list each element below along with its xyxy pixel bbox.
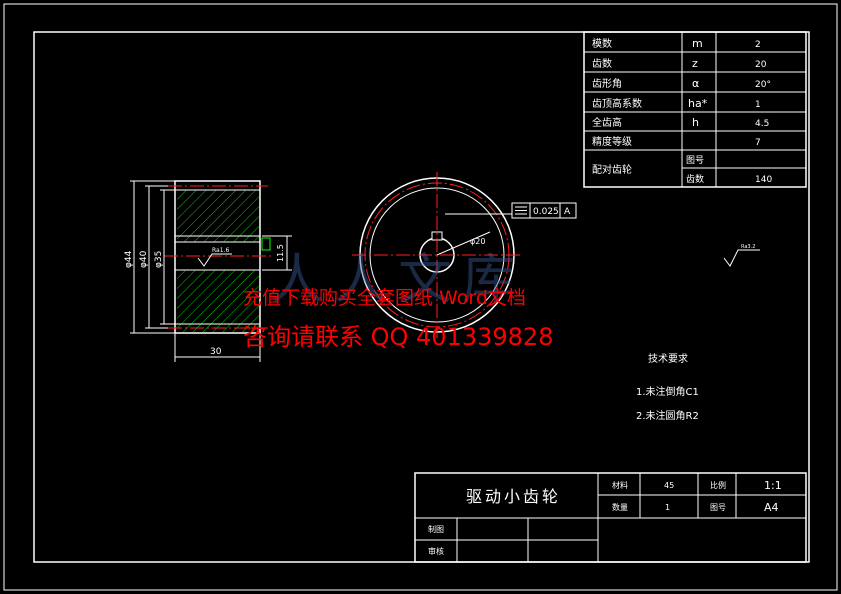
keyway-tolerance-mark [261,237,271,251]
outer-border [3,3,838,591]
param-value-2: 20° [755,80,771,90]
qty-label: 数量 [612,502,628,512]
param-name-5: 精度等级 [592,135,632,148]
dim-bore: φ20 [470,237,485,246]
front-view: φ20 0.025 A [352,172,577,338]
roughness-symbol-icon [197,253,232,267]
dim-d35: φ35 [154,251,164,268]
draw-label: 制图 [428,524,444,534]
param-value-4: 4.5 [755,119,769,129]
tolerance-value: 0.025 [533,207,559,217]
dim-keyway: 11.5 [276,244,285,262]
param-symbol-3: ha* [688,97,708,110]
mating-row-value-1: 140 [755,175,772,185]
datum-letter: A [564,207,571,217]
check-label: 审核 [428,546,444,556]
dim-width: 30 [210,347,222,357]
param-value-3: 1 [755,100,761,110]
mating-row-name-0: 图号 [686,155,704,166]
title-block: 驱动小齿轮 材料 45 比例 1:1 数量 1 图号 A4 制图 审核 [414,472,807,563]
sheet-value: A4 [764,501,779,514]
watermark-line-1: 充值下载购买全套图纸 Word文档 [243,287,526,309]
param-symbol-2: α [692,77,699,90]
general-roughness: Ra3.2 [723,244,760,267]
dim-d44: φ44 [124,250,134,268]
param-name-2: 齿形角 [592,78,622,90]
dim-d40: φ40 [139,250,149,268]
watermark: 人人文库 充值下载购买全套图纸 Word文档 咨询请联系 QQ 40133982… [243,248,553,351]
parameter-table: 模数 齿数 齿形角 齿顶高系数 全齿高 精度等级 m z α ha* h 2 2… [583,31,807,188]
scale-value: 1:1 [764,479,782,492]
param-symbol-0: m [692,37,703,50]
mating-gear-label: 配对齿轮 [592,163,632,176]
param-value-5: 7 [755,138,761,148]
scale-label: 比例 [710,480,726,490]
param-symbol-4: h [692,116,699,129]
param-symbol-1: z [692,57,698,70]
mating-row-name-1: 齿数 [686,173,704,185]
part-name: 驱动小齿轮 [466,487,561,506]
param-name-0: 模数 [592,37,612,50]
sheet-label: 图号 [710,503,726,512]
material-label: 材料 [612,480,628,490]
material-value: 45 [664,481,674,490]
tech-title: 技术要求 [648,352,688,365]
param-value-0: 2 [755,40,761,50]
hatch-upper [177,190,259,242]
rough-general-value: Ra3.2 [741,244,755,250]
param-value-1: 20 [755,60,767,70]
qty-value: 1 [665,503,670,512]
watermark-line-2: 咨询请联系 QQ 401339828 [243,323,553,351]
watermark-logo: 人人文库 [270,248,526,311]
roughness-general-icon [723,249,760,267]
tech-item-1: 2.未注圆角R2 [636,409,699,422]
technical-requirements: 技术要求 1.未注倒角C1 2.未注圆角R2 [636,352,699,422]
section-view: φ44 φ40 φ35 30 11.5 Ra1.6 [124,180,292,362]
dim-rough: Ra1.6 [212,247,229,254]
hatch-lower [177,270,259,332]
param-name-1: 齿数 [592,57,612,70]
tech-item-0: 1.未注倒角C1 [636,385,699,398]
param-name-3: 齿顶高系数 [592,97,642,110]
param-name-4: 全齿高 [592,116,622,129]
